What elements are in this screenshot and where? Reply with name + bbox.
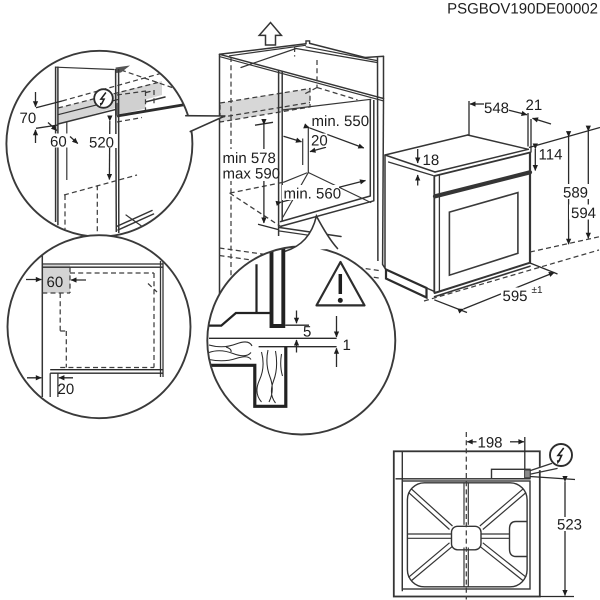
svg-text:60: 60 xyxy=(50,134,67,151)
svg-text:±1: ±1 xyxy=(532,285,543,296)
svg-text:70: 70 xyxy=(20,110,37,127)
svg-text:589: 589 xyxy=(563,185,588,202)
svg-text:5: 5 xyxy=(303,324,311,341)
svg-text:max 590: max 590 xyxy=(223,166,281,183)
svg-text:198: 198 xyxy=(478,435,503,452)
svg-text:min. 550: min. 550 xyxy=(312,113,370,130)
svg-text:523: 523 xyxy=(557,517,582,534)
svg-text:min. 560: min. 560 xyxy=(284,186,342,203)
svg-text:min 578: min 578 xyxy=(223,150,276,167)
svg-text:60: 60 xyxy=(47,274,64,291)
svg-text:20: 20 xyxy=(58,381,75,398)
svg-text:20: 20 xyxy=(311,133,328,150)
svg-text:18: 18 xyxy=(423,152,440,169)
svg-text:21: 21 xyxy=(526,97,543,114)
svg-text:594: 594 xyxy=(571,205,596,222)
svg-text:114: 114 xyxy=(539,147,563,164)
svg-text:520: 520 xyxy=(89,135,114,152)
svg-text:PSGBOV190DE00002: PSGBOV190DE00002 xyxy=(447,1,598,18)
svg-text:595: 595 xyxy=(503,288,528,305)
svg-text:548: 548 xyxy=(484,100,509,117)
svg-text:1: 1 xyxy=(343,337,351,354)
